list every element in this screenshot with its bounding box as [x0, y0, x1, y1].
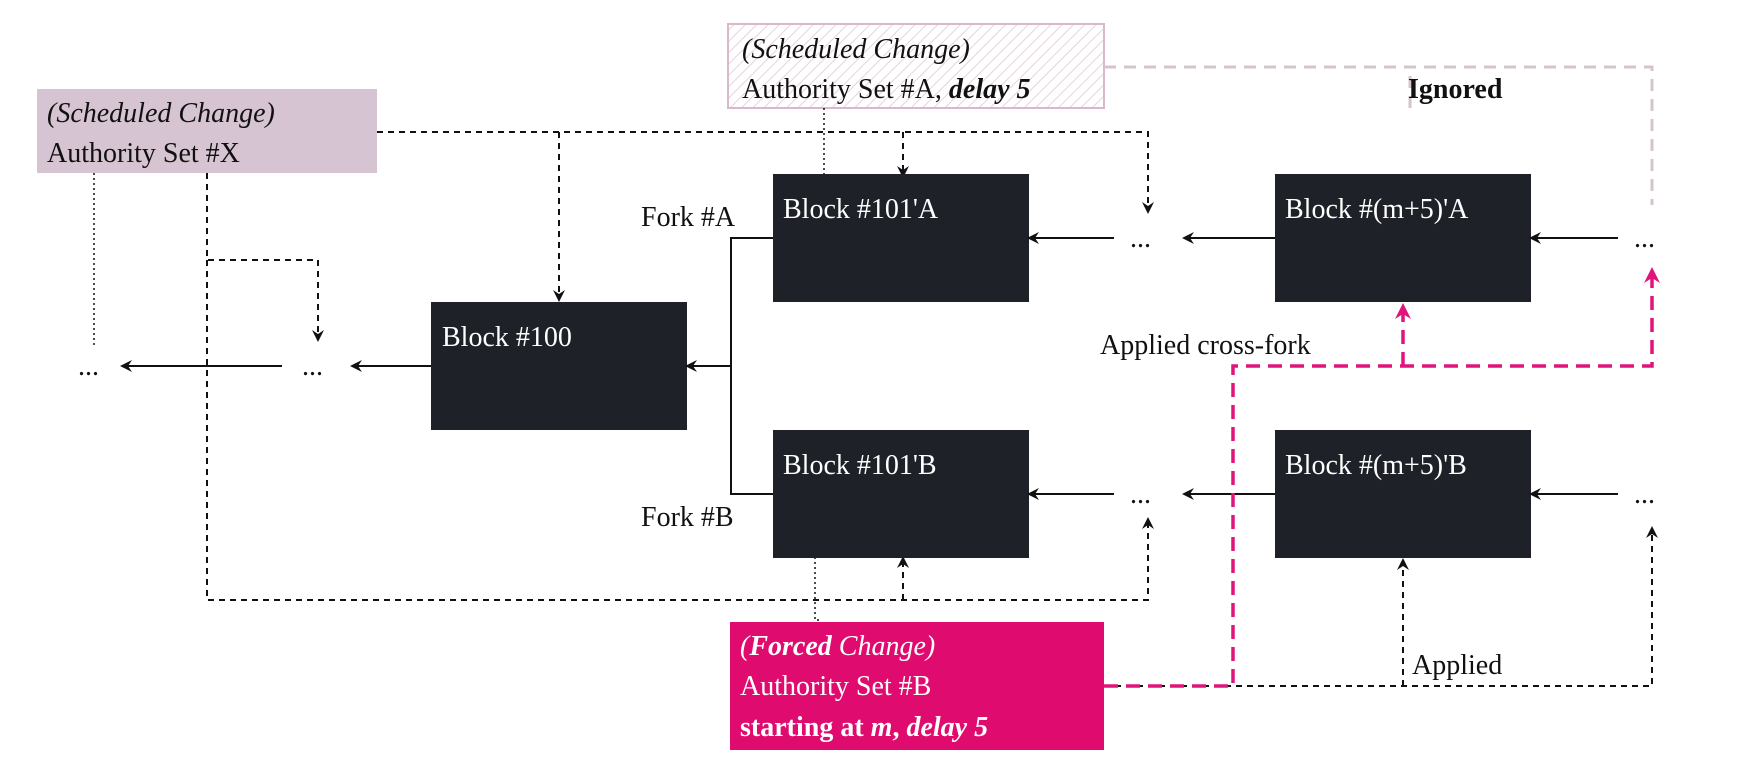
block-101a-label: Block #101'A	[783, 194, 939, 225]
scheduled-change-x-title: (Scheduled Change)	[47, 98, 275, 129]
block-m5a: Block #(m+5)'A	[1275, 174, 1531, 302]
applied-cross-fork-connectors	[1104, 267, 1660, 688]
scheduled-change-a-box: (Scheduled Change) Authority Set #A, del…	[727, 23, 1105, 109]
ignored-label: Ignored	[1408, 74, 1503, 105]
scheduled-change-x-set: Authority Set #X	[47, 138, 240, 169]
block-101a: Block #101'A	[773, 174, 1029, 302]
ellipsis-mid-b: ...	[1130, 479, 1151, 510]
ellipsis-left: ...	[302, 351, 323, 382]
forced-change-detail: starting at m, delay 5	[740, 712, 988, 743]
block-101b: Block #101'B	[773, 430, 1029, 558]
fork-b-label: Fork #B	[641, 502, 734, 533]
applied-cross-fork-label: Applied cross-fork	[1100, 330, 1311, 361]
ellipsis-right-b: ...	[1634, 479, 1655, 510]
scheduled-change-a-title: (Scheduled Change)	[742, 34, 970, 65]
scheduled-change-a-set: Authority Set #A, delay 5	[742, 74, 1031, 105]
chain-arrows	[120, 232, 1618, 500]
ignored-connector	[1104, 65, 1654, 205]
applied-connectors	[1104, 526, 1658, 687]
block-100-label: Block #100	[442, 322, 572, 353]
block-100: Block #100	[431, 302, 687, 430]
fork-a-label: Fork #A	[641, 202, 736, 233]
ellipsis-mid-a: ...	[1130, 223, 1151, 254]
ellipsis-far-left: ...	[78, 351, 99, 382]
applied-label: Applied	[1412, 650, 1502, 681]
forced-change-title: (Forced Change)	[740, 631, 935, 662]
forced-change-b-box: (Forced Change) Authority Set #B startin…	[730, 622, 1104, 750]
ellipsis-right-a: ...	[1634, 223, 1655, 254]
block-m5a-label: Block #(m+5)'A	[1285, 194, 1469, 225]
block-101b-label: Block #101'B	[783, 450, 937, 481]
forced-change-set: Authority Set #B	[740, 671, 931, 702]
block-m5b: Block #(m+5)'B	[1275, 430, 1531, 558]
scheduled-change-x-box: (Scheduled Change) Authority Set #X	[37, 89, 377, 173]
dotted-references	[93, 108, 825, 621]
block-m5b-label: Block #(m+5)'B	[1285, 450, 1467, 481]
scheduled-x-connectors	[206, 131, 1154, 601]
